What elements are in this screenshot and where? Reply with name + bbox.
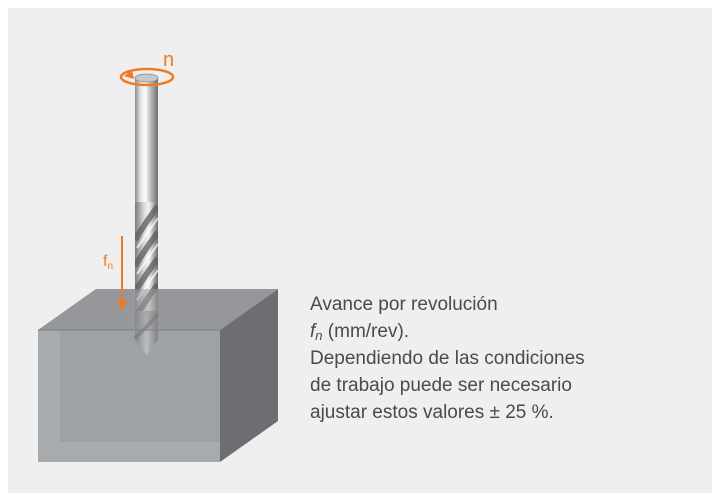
rotation-label: n: [163, 49, 174, 71]
caption-feed-symbol: f: [310, 321, 316, 342]
feed-label: fn: [103, 253, 113, 272]
block-side-face: [220, 289, 278, 462]
block-inner-shade: [60, 330, 220, 442]
caption-line-5: ajustar estos valores ± 25 %.: [310, 402, 554, 423]
caption-line-2: fn (mm/rev).: [310, 318, 710, 345]
caption-line-4: de trabajo puede ser necesario: [310, 375, 572, 396]
workpiece-overlay: [38, 289, 278, 462]
caption-unit: (mm/rev).: [322, 321, 410, 342]
drill-shank-top: [134, 73, 159, 83]
caption-line-3: Dependiendo de las condiciones: [310, 348, 585, 369]
caption-line-1: Avance por revolución: [310, 294, 498, 315]
drill-shank: [135, 78, 158, 204]
caption-feed-subscript: n: [315, 328, 323, 343]
caption-text: Avance por revolución fn (mm/rev). Depen…: [310, 291, 710, 426]
feed-arrow-icon: [117, 236, 127, 311]
rotation-arrow-icon: [119, 67, 175, 87]
diagram-panel: n fn Avance por revolución fn (mm/rev). …: [8, 8, 712, 493]
drill-feed-diagram: n fn: [38, 49, 278, 462]
